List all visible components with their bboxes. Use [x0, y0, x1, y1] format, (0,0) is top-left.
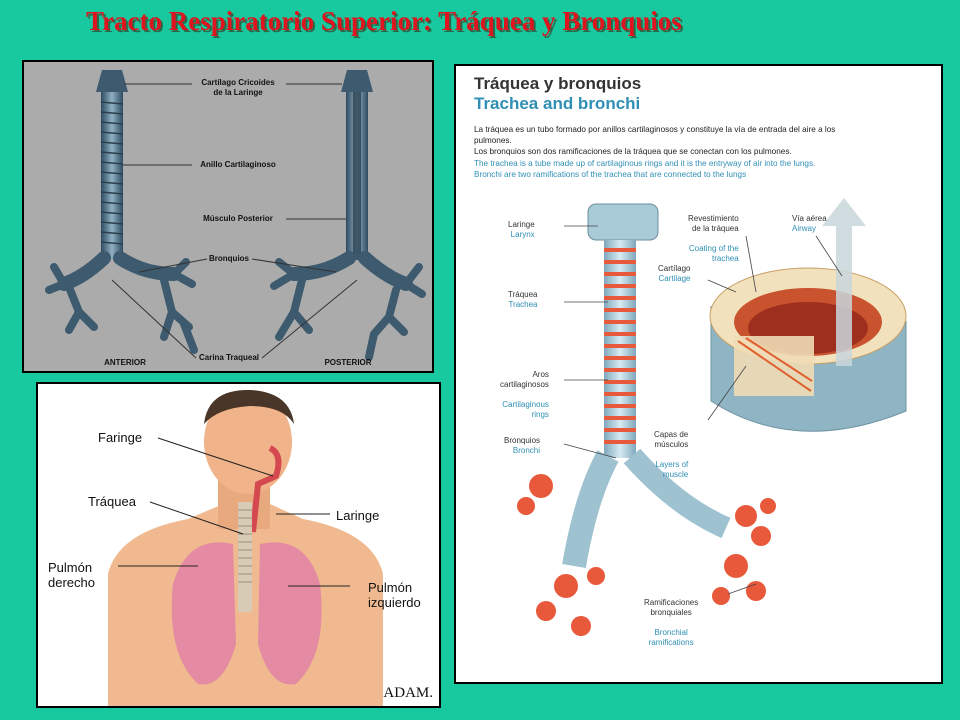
- trachea-anatomy-illustration: [45, 70, 426, 361]
- description-english: The trachea is a tube made up of cartila…: [474, 159, 816, 179]
- label-tracheal-coating: Revestimiento de la tráquea Coating of t…: [688, 204, 739, 274]
- label-bronchi-es: Bronquios: [504, 436, 541, 445]
- label-rings-es: Aros cartilaginosos: [500, 370, 549, 389]
- slide-title: Tracto Respiratorio Superior: Tráquea y …: [86, 6, 682, 36]
- label-bronchi: Bronquios: [209, 254, 249, 263]
- label-cartilaginous-rings: Aros cartilaginosos Cartilaginous rings: [500, 360, 549, 430]
- label-ramif-es: Ramificaciones bronquiales: [644, 598, 699, 617]
- label-larynx: Laringe Larynx: [508, 220, 535, 240]
- posterior-trachea: [270, 70, 426, 361]
- label-coating-es: Revestimiento de la tráquea: [688, 214, 739, 233]
- label-trachea-en: Trachea: [508, 300, 538, 309]
- label-cartilage-ring: Anillo Cartilaginoso: [200, 160, 276, 169]
- label-coating-en: Coating of the trachea: [688, 244, 739, 263]
- label-cartilage-es: Cartílago: [658, 264, 691, 273]
- label-trachea: Tráquea Trachea: [508, 290, 538, 310]
- label-posterior-muscle: Músculo Posterior: [203, 214, 273, 223]
- label-larynx-es: Laringe: [508, 220, 535, 229]
- label-left-lung: Pulmón izquierdo: [368, 580, 421, 610]
- label-muscle-es: Capas de músculos: [654, 430, 689, 449]
- label-cricoid-cartilage: Cartílago Cricoides de la Laringe: [201, 78, 275, 97]
- trachea-cross-section-illustration: [517, 198, 907, 636]
- label-cartilage: Cartílago Cartilage: [658, 264, 690, 284]
- label-right-lung: Pulmón derecho: [48, 560, 95, 590]
- label-airway-es: Vía aérea: [792, 214, 827, 223]
- label-pharynx: Faringe: [98, 430, 143, 445]
- anterior-trachea: [45, 70, 198, 354]
- label-larynx-en: Larynx: [510, 230, 535, 239]
- trachea-cross-section: [709, 267, 907, 432]
- label-larynx: Laringe: [336, 508, 380, 523]
- label-cartilage-en: Cartilage: [658, 274, 691, 283]
- infographic-title-spanish: Tráquea y bronquios: [474, 74, 642, 93]
- trachea-anterior-posterior-panel: Cartílago Cricoides de la Laringe Anillo…: [22, 60, 434, 373]
- torso-lungs-illustration: [108, 389, 383, 706]
- respiratory-torso-panel: Faringe Tráquea Laringe Pulmón derecho P…: [36, 382, 441, 708]
- label-tracheal-carina: Carina Traqueal: [198, 353, 260, 362]
- label-bronchi: Bronquios Bronchi: [504, 436, 540, 456]
- label-trachea-es: Tráquea: [508, 290, 538, 299]
- label-airway-en: Airway: [792, 224, 817, 233]
- adam-logo: ADAM.: [383, 685, 433, 701]
- trachea-bronchi-infographic: Tráquea y bronquios Trachea and bronchi …: [454, 64, 943, 684]
- infographic-title-english: Trachea and bronchi: [474, 94, 641, 113]
- label-ramif-en: Bronchial ramifications: [648, 628, 694, 647]
- description-spanish: La tráquea es un tubo formado por anillo…: [474, 125, 836, 156]
- label-bronchial-ramifications: Ramificaciones bronquiales Bronchial ram…: [644, 588, 698, 658]
- label-muscle-en: Layers of muscle: [655, 460, 689, 479]
- label-rings-en: Cartilaginous rings: [502, 400, 549, 419]
- label-muscle-layers: Capas de músculos Layers of muscle: [654, 420, 688, 490]
- label-posterior: POSTERIOR: [324, 358, 372, 367]
- label-anterior: ANTERIOR: [104, 358, 146, 367]
- label-bronchi-en: Bronchi: [512, 446, 541, 455]
- label-trachea: Tráquea: [88, 494, 136, 509]
- label-airway: Vía aérea Airway: [792, 214, 827, 234]
